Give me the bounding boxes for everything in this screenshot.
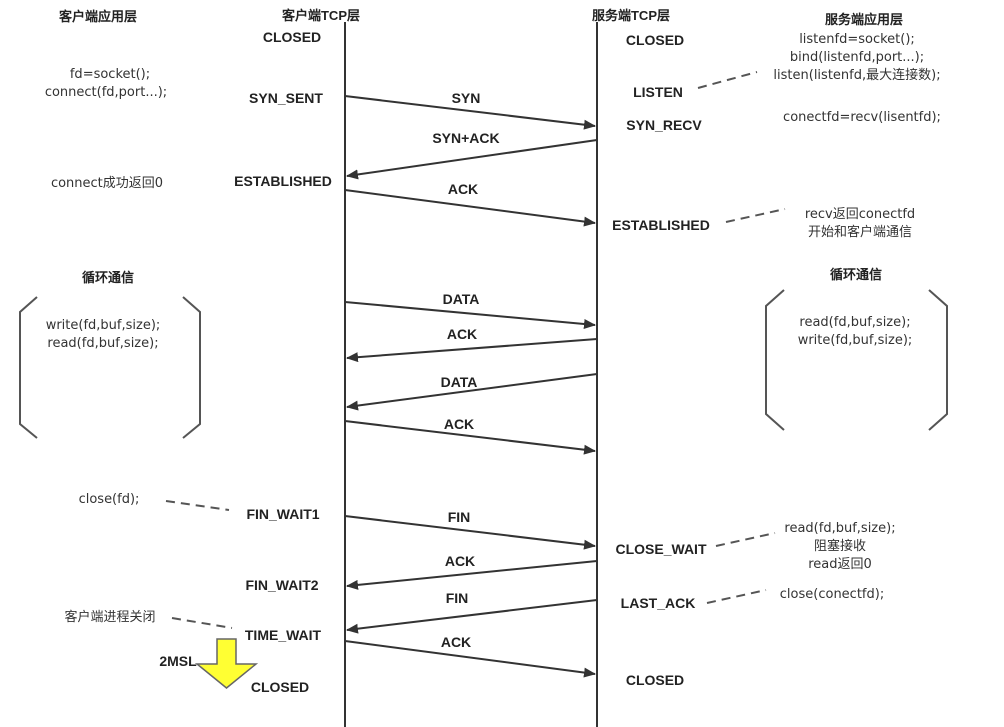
msg-data2-arrow — [346, 373, 598, 411]
msg-syn-arrow — [344, 95, 596, 130]
header-server-tcp: 服务端TCP层 — [592, 8, 670, 23]
msg-ack1-label: ACK — [448, 181, 478, 197]
msg-ack3-arrow — [344, 420, 596, 455]
server-listen-connector — [697, 71, 758, 89]
server-state-closed-top: CLOSED — [626, 32, 684, 48]
msl-label: 2MSL — [159, 653, 197, 669]
client-connect-call: connect(fd,port...); — [45, 85, 167, 100]
msg-fin1-arrow — [344, 515, 596, 550]
client-process-closed: 客户端进程关闭 — [64, 609, 155, 625]
server-listen-call: listen(listenfd,最大连接数); — [773, 67, 940, 83]
msg-ack5-label: ACK — [441, 634, 471, 650]
server-state-syn-recv: SYN_RECV — [626, 117, 702, 133]
server-state-established: ESTABLISHED — [612, 217, 710, 233]
server-bind-call: bind(listenfd,port...); — [790, 50, 924, 65]
server-established-connector — [725, 208, 786, 223]
msg-syn-ack-arrow — [346, 139, 598, 180]
client-state-closed-bottom: CLOSED — [251, 679, 309, 695]
server-state-last-ack: LAST_ACK — [621, 595, 696, 611]
server-loop-right-bracket — [928, 289, 948, 431]
header-server-app: 服务端应用层 — [825, 12, 903, 27]
client-loop-write: write(fd,buf,size); — [46, 318, 161, 333]
server-state-closed-bottom: CLOSED — [626, 672, 684, 688]
msg-fin1-label: FIN — [448, 509, 471, 525]
msg-ack2-arrow — [346, 338, 598, 363]
server-recv-return: recv返回conectfd — [805, 207, 915, 222]
header-client-tcp: 客户端TCP层 — [282, 8, 360, 23]
msg-syn-ack-label: SYN+ACK — [432, 130, 499, 146]
msg-ack5-arrow — [344, 640, 596, 678]
server-read-returns-zero: read返回0 — [808, 557, 872, 572]
msg-ack1-arrow — [344, 189, 596, 227]
server-socket-call: listenfd=socket(); — [799, 32, 915, 47]
msg-fin2-arrow — [346, 599, 598, 634]
client-state-established: ESTABLISHED — [234, 173, 332, 189]
client-process-closed-connector — [171, 617, 233, 629]
client-loop-title: 循环通信 — [82, 270, 134, 285]
msg-ack4-label: ACK — [445, 553, 475, 569]
msg-ack2-label: ACK — [447, 326, 477, 342]
msg-data2-label: DATA — [441, 374, 478, 390]
server-loop-title: 循环通信 — [830, 267, 882, 282]
msg-ack3-label: ACK — [444, 416, 474, 432]
server-read-blocking: 阻塞接收 — [814, 538, 866, 554]
server-recv-call: conectfd=recv(lisentfd); — [783, 110, 941, 125]
client-state-syn-sent: SYN_SENT — [249, 90, 323, 106]
client-state-closed-top: CLOSED — [263, 29, 321, 45]
msg-ack4-arrow — [346, 560, 598, 590]
server-close-wait-connector — [715, 532, 776, 547]
time-wait-down-arrow-icon — [194, 638, 259, 689]
server-read-call: read(fd,buf,size); — [784, 521, 895, 536]
client-state-fin-wait2: FIN_WAIT2 — [245, 577, 318, 593]
server-loop-write: write(fd,buf,size); — [798, 333, 913, 348]
msg-fin2-label: FIN — [446, 590, 469, 606]
client-socket-call: fd=socket(); — [70, 67, 150, 82]
server-loop-read: read(fd,buf,size); — [799, 315, 910, 330]
client-loop-right-bracket — [182, 296, 201, 439]
msg-data1-label: DATA — [443, 291, 480, 307]
client-close-call: close(fd); — [79, 492, 140, 507]
client-loop-left-bracket — [19, 296, 38, 439]
client-state-time-wait: TIME_WAIT — [245, 627, 322, 643]
msg-data1-arrow — [344, 301, 596, 329]
client-connect-success: connect成功返回0 — [51, 176, 163, 191]
client-loop-read: read(fd,buf,size); — [47, 336, 158, 351]
client-state-fin-wait1: FIN_WAIT1 — [246, 506, 319, 522]
server-close-call: close(conectfd); — [780, 587, 884, 602]
server-start-communication: 开始和客户端通信 — [808, 224, 912, 240]
header-client-app: 客户端应用层 — [59, 9, 137, 24]
server-state-listen: LISTEN — [633, 84, 683, 100]
server-last-ack-connector — [706, 589, 767, 604]
client-close-connector — [165, 500, 230, 511]
msg-syn-label: SYN — [452, 90, 481, 106]
server-loop-left-bracket — [765, 289, 785, 431]
server-state-close-wait: CLOSE_WAIT — [615, 541, 706, 557]
